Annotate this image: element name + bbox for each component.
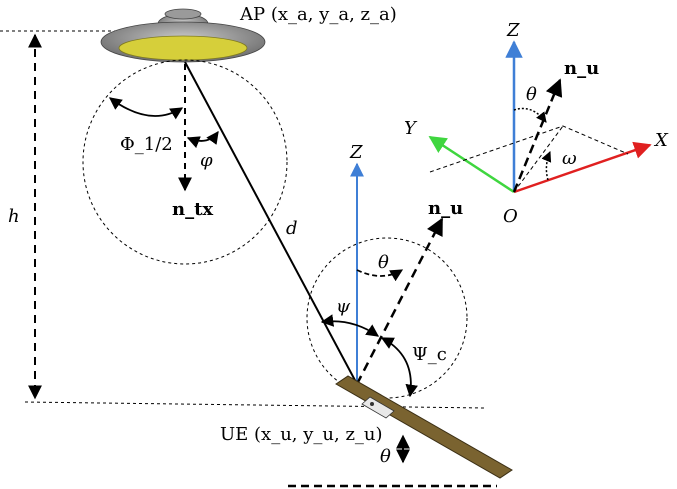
ue-normal-label: n_u: [428, 198, 463, 219]
inset-origin-label: O: [503, 206, 518, 227]
fov-angle-label: Ψ_c: [412, 344, 447, 365]
inset-theta-label: θ: [526, 84, 537, 105]
irradiance-angle-arc: [186, 130, 219, 149]
height-label: h: [8, 206, 20, 227]
half-power-angle-arc: [108, 97, 184, 120]
inset-y-axis: [428, 135, 515, 194]
ue-device: [335, 375, 513, 479]
ue-fov-circle: [306, 237, 468, 399]
irradiance-angle-label: φ: [200, 150, 213, 171]
inset-theta-arc: [513, 107, 547, 123]
inset-omega-label: ω: [562, 148, 577, 169]
inset-proj-drop: [513, 125, 564, 193]
tilt-theta-label: θ: [380, 446, 391, 467]
inset-x-axis: [513, 141, 652, 194]
ap-fov-circle: [82, 59, 288, 265]
inset-nu-arrow: [512, 78, 563, 193]
inset-y-label: Y: [404, 118, 418, 139]
inset-omega-arc: [541, 151, 552, 181]
distance-label: d: [286, 218, 298, 239]
inset-x-label: X: [653, 130, 669, 151]
ntx-label: n_tx: [172, 199, 213, 220]
half-power-angle-label: Φ_1/2: [120, 134, 173, 155]
ap-label: AP (x_a, y_a, z_a): [239, 4, 397, 25]
ue-theta-label: θ: [378, 252, 389, 273]
incidence-angle-label: ψ: [336, 296, 351, 317]
ue-normal-arrow: [355, 217, 444, 385]
fov-angle-arc: [380, 337, 418, 398]
los-link: [184, 61, 358, 385]
inset-nu-label: n_u: [564, 58, 599, 79]
access-point-device: [100, 8, 266, 63]
inset-projection: [429, 125, 629, 173]
inset-z-label: Z: [506, 20, 520, 41]
ue-label: UE (x_u, y_u, z_u): [220, 424, 383, 445]
ue-height-line: [24, 401, 486, 409]
incidence-angle-arc: [320, 314, 380, 337]
orientation-inset: Z Y X O n_u θ ω: [404, 20, 669, 227]
ue-z-axis-label: Z: [349, 142, 363, 163]
ue-theta-arc: [356, 269, 404, 282]
